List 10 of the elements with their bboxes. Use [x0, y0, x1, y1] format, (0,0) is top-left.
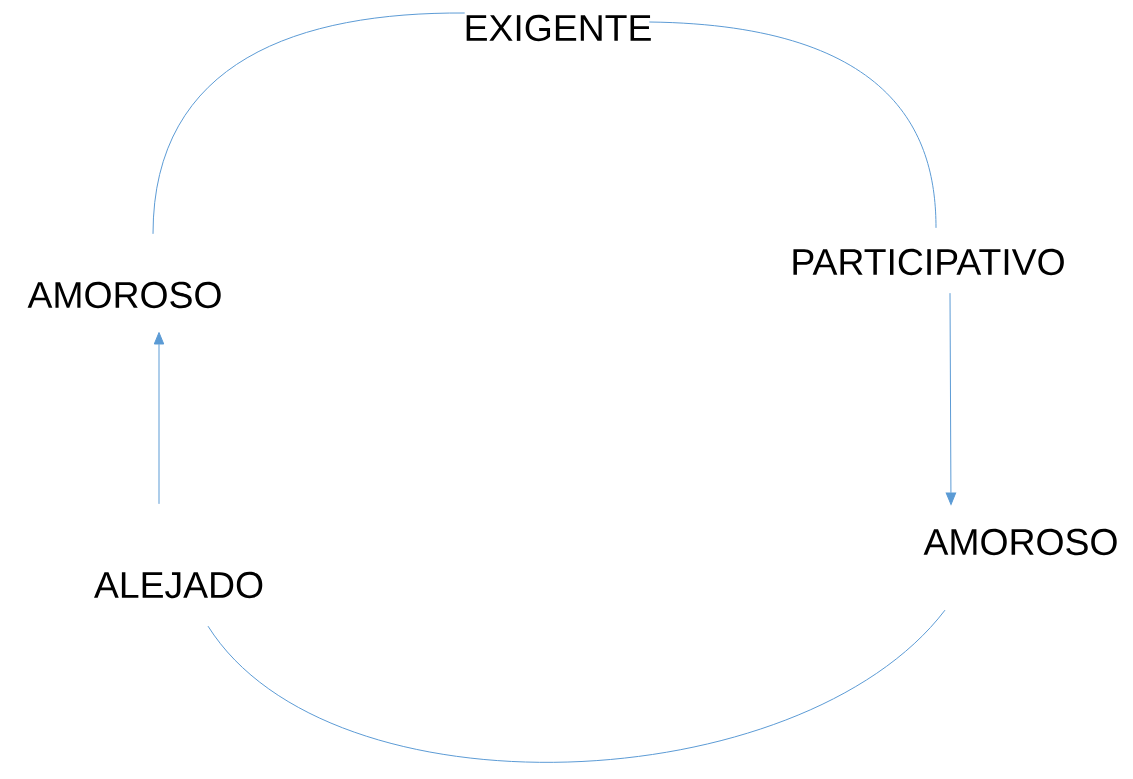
connector-line — [648, 21, 937, 229]
connector-line — [207, 609, 946, 763]
connector-line — [152, 12, 466, 235]
label-text: ALEJADO — [94, 571, 263, 599]
label-text: AMOROSO — [923, 528, 1117, 556]
arrow — [153, 332, 165, 505]
label-text: AMOROSO — [27, 281, 221, 309]
label-text: PARTICIPATIVO — [793, 248, 1064, 276]
arrow — [945, 292, 957, 505]
label-text: EXIGENTE — [466, 14, 651, 42]
